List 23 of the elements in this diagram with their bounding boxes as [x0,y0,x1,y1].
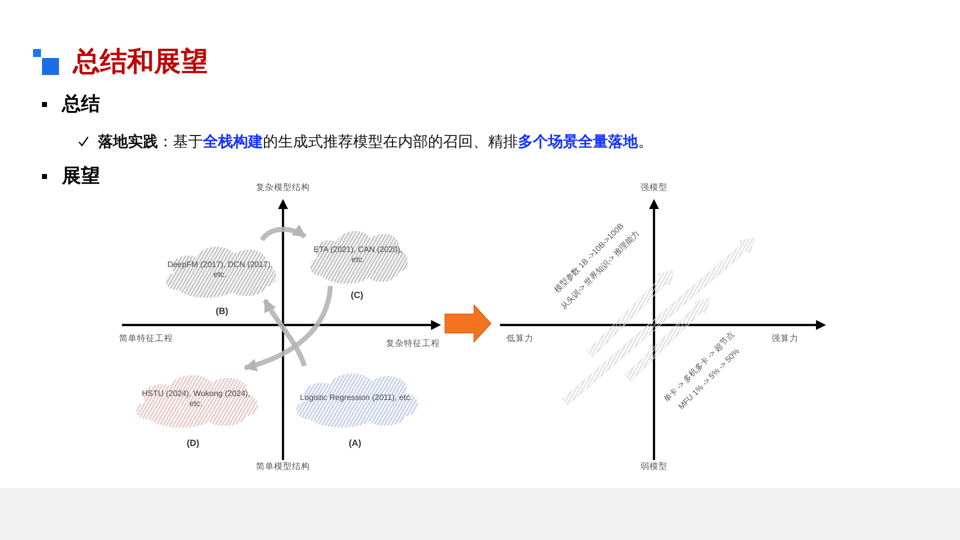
axis-label: 复杂特征工程 [386,339,440,349]
axis-label: 复杂模型结构 [256,183,310,193]
curved-arrow [262,298,307,367]
axis-label: 弱模型 [640,462,668,472]
curved-arrow [244,286,333,372]
quadrant-letter: (B) [216,306,228,316]
axis-label: 强算力 [772,334,798,344]
section-heading: 展望 [62,166,100,188]
axis-label: 低算力 [506,334,534,344]
summary-text: 落地实践：基于全栈构建的生成式推荐模型在内部的召回、精排多个场景全量落地。 [98,133,653,151]
quadrant-letter: (C) [350,290,364,300]
section-heading: 总结 [62,94,100,116]
curved-arrow [260,224,306,242]
quadrant-letter: (A) [348,438,362,448]
axis-label: 强模型 [640,183,668,193]
axis-label: 简单模型结构 [256,462,310,472]
model-names: HSTU (2024), Wukong (2024), etc. [140,389,252,409]
model-names: DeepFM (2017), DCN (2017), etc. [166,260,274,280]
slide-title: 总结和展望 [73,46,208,78]
quadrant-letter: (D) [186,438,200,448]
model-names: Logistic Regression (2011), etc. [300,393,412,403]
model-names: ETA (2021), CAN (2020), etc. [312,245,404,265]
axis-label: 简单特征工程 [119,334,173,344]
